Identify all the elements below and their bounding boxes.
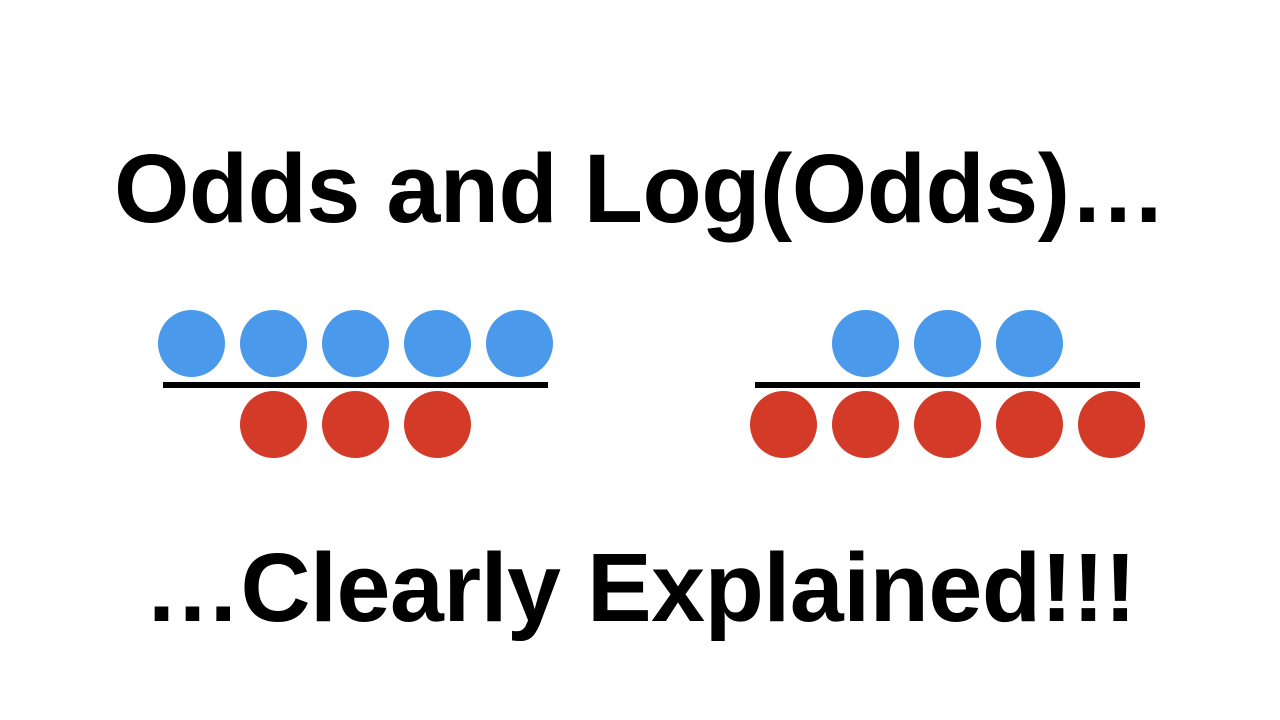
blue-dot: [913, 310, 981, 377]
red-dot: [749, 391, 817, 458]
numerator-dot-row: [157, 310, 553, 377]
red-dot: [239, 391, 307, 458]
odds-fraction-right: [749, 310, 1145, 458]
red-dot: [1077, 391, 1145, 458]
denominator-dot-row: [239, 391, 471, 458]
page-subtitle: …Clearly Explained!!!: [143, 533, 1137, 642]
page-title: Odds and Log(Odds)…: [113, 134, 1167, 243]
fraction-bar: [754, 382, 1140, 388]
red-dot: [831, 391, 899, 458]
fraction-bar: [162, 382, 548, 388]
blue-dot: [157, 310, 225, 377]
blue-dot: [321, 310, 389, 377]
red-dot: [403, 391, 471, 458]
blue-dot: [485, 310, 553, 377]
red-dot: [995, 391, 1063, 458]
blue-dot: [403, 310, 471, 377]
odds-fraction-left: [157, 310, 553, 458]
red-dot: [321, 391, 389, 458]
blue-dot: [239, 310, 307, 377]
blue-dot: [831, 310, 899, 377]
blue-dot: [995, 310, 1063, 377]
numerator-dot-row: [831, 310, 1063, 377]
red-dot: [913, 391, 981, 458]
denominator-dot-row: [749, 391, 1145, 458]
